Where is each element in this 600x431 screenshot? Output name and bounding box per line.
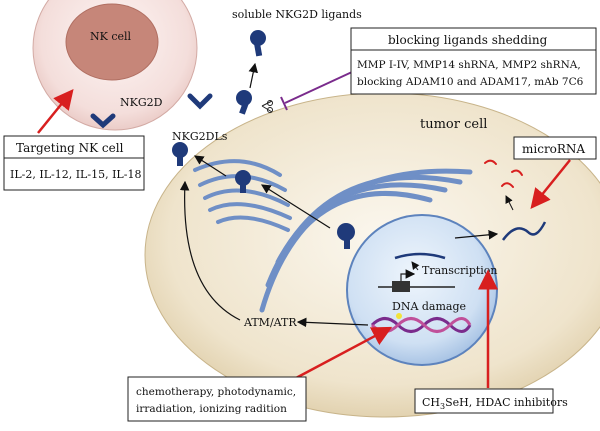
er-ligand (337, 223, 355, 249)
mirna-strand (501, 221, 547, 241)
shed-arrow (248, 62, 258, 89)
shedding-title: blocking ligands shedding (388, 33, 548, 47)
mrna-strand (394, 252, 446, 260)
nkg2d-receptor-1 (90, 113, 116, 129)
dna-damage-spark-1 (396, 313, 402, 319)
chemo-box: chemotherapy, photodynamic, irradiation,… (127, 376, 307, 422)
nk-cell-nucleus (65, 3, 159, 81)
golgi-to-membrane-arrow (193, 155, 227, 177)
targeting-nk-title: Targeting NK cell (16, 141, 124, 155)
inhibit-bar (280, 96, 288, 111)
red-arrow-targeting (37, 89, 74, 134)
shedding-line1: MMP I-IV, MMP14 shRNA, MMP2 shRNA, (357, 59, 581, 71)
membrane-ligand-1 (172, 142, 188, 166)
promoter-arrow (400, 269, 416, 281)
soluble-ligands-label: soluble NKG2D ligands (232, 8, 362, 21)
endoplasmic-reticulum (259, 168, 473, 313)
nucleus (346, 214, 498, 366)
atm-to-golgi-arrow (179, 180, 241, 321)
inhibit-line (284, 71, 353, 104)
mirna-up-arrow (505, 195, 514, 211)
nkg2d-label: NKG2D (120, 96, 163, 109)
gene-box (392, 281, 410, 292)
hdac-rest: SeH, HDAC inhibitors (445, 396, 568, 409)
er-to-golgi-arrow (260, 184, 331, 229)
hdac-sub: 3 (440, 402, 445, 411)
shedding-box: blocking ligands shedding MMP I-IV, MMP1… (350, 27, 597, 95)
chemo-line1: chemotherapy, photodynamic, (136, 386, 296, 398)
cleaved-ligand (236, 90, 252, 115)
degraded-mrna-fragments (484, 159, 523, 188)
nkg2d-receptor-2 (187, 93, 213, 110)
microrna-box: microRNA (513, 136, 597, 160)
nucleus-to-mirna-arrow (454, 230, 499, 240)
dna-damage-label: DNA damage (392, 300, 466, 313)
scissors-icon (261, 100, 273, 113)
shedding-line2: blocking ADAM10 and ADAM17, mAb 7C6 (357, 76, 584, 88)
atm-atr-label: ATM/ATR (243, 316, 297, 329)
targeting-nk-box: Targeting NK cell IL-2, IL-12, IL-15, IL… (3, 135, 145, 191)
chemo-line2: irradiation, ionizing radition (136, 403, 287, 415)
hdac-prefix: CH (422, 396, 440, 409)
golgi-ligand (235, 170, 251, 193)
targeting-nk-body: IL-2, IL-12, IL-15, IL-18 (10, 168, 141, 181)
soluble-ligand (250, 30, 266, 57)
dna-to-atm-arrow (296, 317, 369, 328)
nkg2dls-label: NKG2DLs (172, 130, 228, 143)
hdac-box: CH3SeH, HDAC inhibitors (414, 388, 568, 414)
hdac-label: CH3SeH, HDAC inhibitors (422, 396, 568, 411)
red-arrow-chemo (295, 326, 393, 380)
transcription-arrow (411, 261, 420, 271)
transcription-label: Transcription (422, 264, 498, 277)
red-arrow-microrna (530, 159, 571, 209)
tumor-cell-label: tumor cell (420, 117, 487, 132)
microrna-title: microRNA (522, 142, 585, 156)
nk-cell-label: NK cell (90, 30, 132, 43)
